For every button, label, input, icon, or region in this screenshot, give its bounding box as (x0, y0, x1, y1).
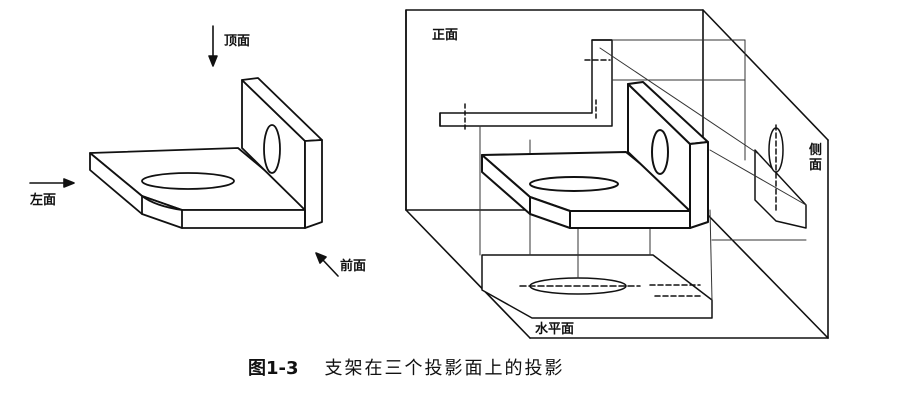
bracket-isometric (89, 77, 323, 229)
boxed-bracket-base-slot (529, 176, 619, 192)
side-plane-label: 侧面 (809, 143, 823, 173)
side-view-projection (754, 124, 807, 229)
front-plane-label: 正面 (432, 28, 459, 43)
top-view-arrow-head (208, 55, 218, 67)
front-projection-shape (439, 39, 613, 127)
horizontal-plane-label: 水平面 (535, 322, 575, 337)
boxed-bracket-upright-side (689, 141, 709, 229)
figure-caption: 图1-3 支架在三个投影面上的投影 (248, 354, 565, 380)
base-slot (141, 172, 235, 190)
horizontal-view-projection (481, 254, 713, 319)
front-view-label: 前面 (340, 259, 367, 274)
view-arrows (29, 25, 339, 277)
left-view-arrow-head (63, 178, 75, 188)
caption-text: 支架在三个投影面上的投影 (324, 358, 565, 379)
side-projection-shape (754, 149, 807, 229)
top-view-label: 顶面 (224, 34, 251, 49)
projection-box (405, 9, 829, 339)
boxed-bracket-upright-slot (651, 129, 669, 175)
front-view-arrow-shaft (321, 258, 339, 277)
bracket-upright-side-face (304, 139, 323, 229)
front-view-projection (439, 39, 613, 131)
caption-number: 图1-3 (248, 358, 299, 379)
front-view-arrow-head (315, 252, 327, 264)
bracket-in-box (481, 81, 709, 229)
left-view-label: 左面 (30, 193, 57, 208)
upright-slot (263, 124, 281, 174)
